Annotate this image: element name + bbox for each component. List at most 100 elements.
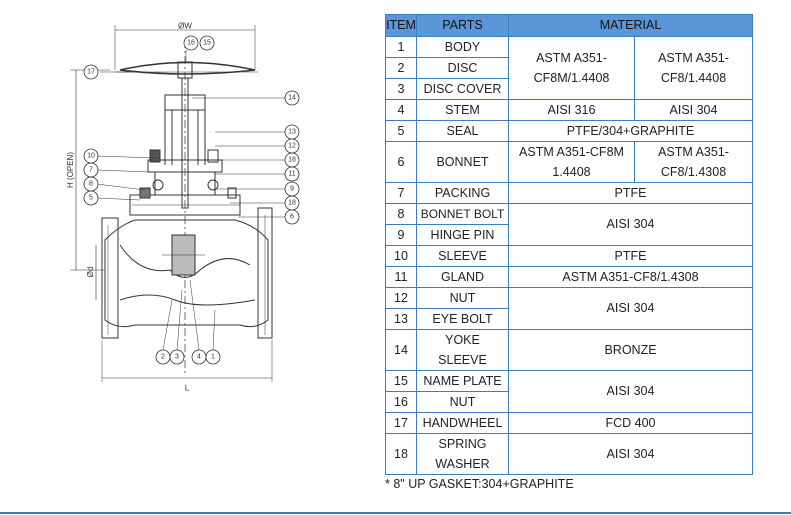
part-name: NUT — [416, 391, 509, 413]
table-row: 7 PACKING PTFE — [385, 182, 753, 204]
material-cell: ASTM A351-CF8/1.4308 — [508, 266, 753, 288]
header-item: ITEM — [385, 14, 417, 37]
table-row: 17 HANDWHEEL FCD 400 — [385, 412, 753, 434]
part-name: DISC — [416, 57, 509, 79]
header-material: MATERIAL — [508, 14, 753, 37]
table-row: 4 STEM AISI 316 AISI 304 — [385, 99, 753, 121]
header-parts: PARTS — [416, 14, 509, 37]
material-line: ASTM A351- — [536, 51, 607, 65]
table-row: 8 BONNET BOLT AISI 304 — [385, 203, 753, 246]
table-row: 5 SEAL PTFE/304+GRAPHITE — [385, 120, 753, 142]
valve-drawing: 17 16 15 14 13 12 18 11 9 18 6 10 7 8 5 … — [0, 0, 380, 400]
parts-material-table: ITEM PARTS MATERIAL 1 BODY ASTM A351-CF8… — [385, 14, 753, 475]
item-number: 1 — [385, 36, 417, 58]
material-cell: PTFE/304+GRAPHITE — [508, 120, 753, 142]
part-name: SPRING WASHER — [416, 433, 509, 475]
part-name: GLAND — [416, 266, 509, 288]
material-cell: ASTM A351-CF8M 1.4408 — [508, 141, 635, 183]
material-cell: AISI 304 — [508, 203, 753, 246]
material-cell: AISI 304 — [508, 370, 753, 413]
material-cell: AISI 304 — [508, 287, 753, 330]
balloon-9: 9 — [290, 186, 294, 193]
item-number: 16 — [385, 391, 417, 413]
table-row: 12 NUT AISI 304 — [385, 287, 753, 330]
part-name: NUT — [416, 287, 509, 309]
material-line: 1.4408 — [552, 165, 591, 179]
item-number: 10 — [385, 245, 417, 267]
table-row: 14 YOKE SLEEVE BRONZE — [385, 329, 753, 371]
valve-cross-section: 17 16 15 14 13 12 18 11 9 18 6 10 7 8 5 … — [66, 22, 300, 393]
balloon-11: 11 — [288, 171, 295, 178]
table-row: 1 BODY ASTM A351- CF8M/1.4408 ASTM A351-C… — [385, 36, 753, 100]
bottom-divider — [0, 512, 791, 514]
material-line: ASTM A351- — [658, 51, 729, 65]
balloon-8: 8 — [89, 181, 93, 188]
material-cell: ASTM A351-CF8/1.4408 — [634, 36, 753, 100]
balloon-5: 5 — [89, 195, 93, 202]
item-number: 2 — [385, 57, 417, 79]
part-name: NAME PLATE — [416, 370, 509, 392]
balloon-7: 7 — [89, 167, 93, 174]
table-row: 13 EYE BOLT — [385, 308, 753, 330]
item-number: 6 — [385, 141, 417, 183]
part-line: WASHER — [435, 457, 490, 471]
part-name: PACKING — [416, 182, 509, 204]
material-line: CF8M/1.4408 — [533, 71, 610, 85]
item-number: 8 — [385, 203, 417, 225]
item-number: 13 — [385, 308, 417, 330]
material-line: ASTM A351-CF8M — [519, 145, 624, 159]
balloon-1: 1 — [211, 354, 215, 361]
part-line: YOKE — [445, 333, 480, 347]
balloon-6: 6 — [290, 214, 294, 221]
balloon-15: 15 — [203, 40, 211, 47]
table-header-row: ITEM PARTS MATERIAL — [385, 14, 753, 37]
balloon-13: 13 — [288, 129, 296, 136]
balloon-18-lower: 18 — [288, 200, 296, 207]
material-cell: BRONZE — [508, 329, 753, 371]
table-row: 6 BONNET ASTM A351-CF8M 1.4408 ASTM A351-… — [385, 141, 753, 183]
material-cell: PTFE — [508, 182, 753, 204]
material-cell: FCD 400 — [508, 412, 753, 434]
part-name: YOKE SLEEVE — [416, 329, 509, 371]
item-number: 18 — [385, 433, 417, 475]
material-cell: AISI 316 — [508, 99, 635, 121]
part-name: SEAL — [416, 120, 509, 142]
part-name: HANDWHEEL — [416, 412, 509, 434]
material-cell: AISI 304 — [634, 99, 753, 121]
part-name: HINGE PIN — [416, 224, 509, 246]
balloon-17: 17 — [87, 69, 95, 76]
dimension-w: ØW — [178, 22, 192, 31]
dimension-h-open: H (OPEN) — [66, 152, 75, 188]
material-cell: AISI 304 — [508, 433, 753, 475]
material-cell: ASTM A351- CF8/1.4308 — [634, 141, 753, 183]
item-number: 14 — [385, 329, 417, 371]
item-number: 11 — [385, 266, 417, 288]
item-number: 12 — [385, 287, 417, 309]
item-number: 9 — [385, 224, 417, 246]
table-row: 10 SLEEVE PTFE — [385, 245, 753, 267]
part-name: EYE BOLT — [416, 308, 509, 330]
part-name: BONNET — [416, 141, 509, 183]
balloon-4: 4 — [197, 354, 201, 361]
part-name: STEM — [416, 99, 509, 121]
balloon-14: 14 — [288, 95, 296, 102]
balloon-12: 12 — [288, 143, 296, 150]
part-name: BODY — [416, 36, 509, 58]
table-row: 15 NAME PLATE AISI 304 — [385, 370, 753, 413]
material-line: ASTM A351- — [658, 145, 729, 159]
table-row: 11 GLAND ASTM A351-CF8/1.4308 — [385, 266, 753, 288]
item-number: 15 — [385, 370, 417, 392]
part-line: SLEEVE — [438, 353, 487, 367]
material-cell: ASTM A351- CF8M/1.4408 — [508, 36, 635, 100]
part-name: SLEEVE — [416, 245, 509, 267]
item-number: 17 — [385, 412, 417, 434]
part-line: SPRING — [438, 437, 487, 451]
material-cell: PTFE — [508, 245, 753, 267]
balloon-2: 2 — [161, 354, 165, 361]
table-row: 18 SPRING WASHER AISI 304 — [385, 433, 753, 475]
part-name: DISC COVER — [416, 78, 509, 100]
part-name: BONNET BOLT — [416, 203, 509, 225]
material-line: CF8/1.4308 — [660, 165, 727, 179]
balloon-18-upper: 18 — [288, 157, 296, 164]
balloon-10: 10 — [87, 153, 95, 160]
